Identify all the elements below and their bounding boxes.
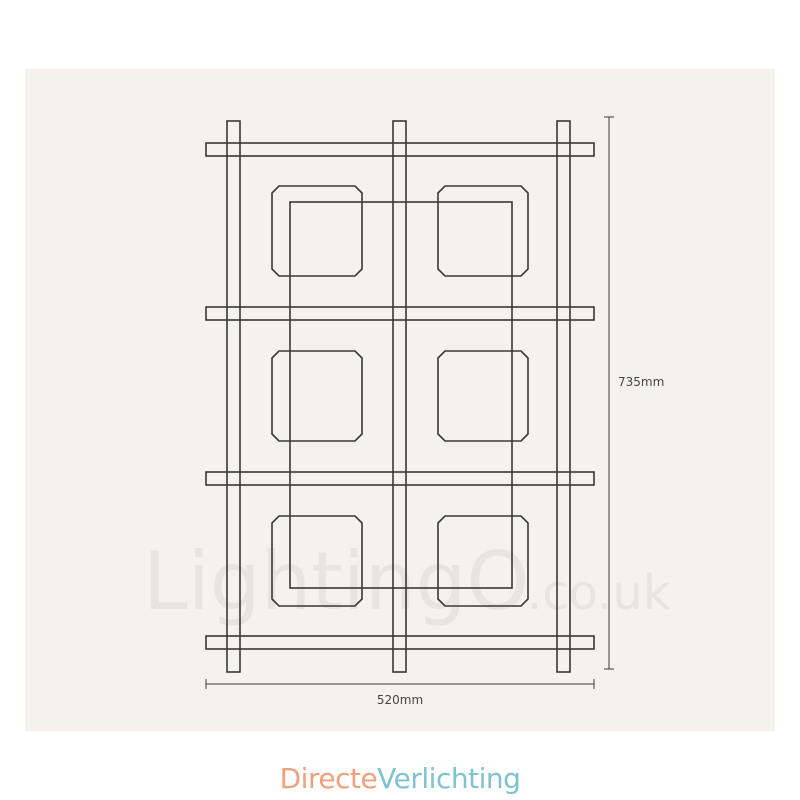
light-module-2 [437,185,529,277]
light-module-1 [271,185,363,277]
width-dimension-line [205,679,595,689]
vertical-bar-center [392,120,407,673]
light-module-6 [437,515,529,607]
horizontal-bar-2 [205,306,595,321]
inner-frame [289,201,513,589]
vertical-bar-left [226,120,241,673]
light-module-5 [271,515,363,607]
fixture-drawing: LightingO .co.uk [143,116,671,689]
watermark-suffix: .co.uk [527,565,671,621]
watermark: LightingO .co.uk [143,535,671,628]
light-module-3 [271,350,363,442]
brand-part-1: Directe [279,762,378,795]
horizontal-bar-4 [205,635,595,650]
brand-logo: DirecteVerlichting [0,762,800,795]
height-dimension-line [604,116,614,670]
height-label: 735mm [618,375,665,389]
diagram-panel: LightingO .co.uk [25,69,775,731]
light-module-4 [437,350,529,442]
vertical-bar-right [556,120,571,673]
watermark-main: LightingO [143,535,529,628]
width-label: 520mm [376,693,424,707]
brand-part-2: Verlichting [377,762,521,795]
horizontal-bar-3 [205,471,595,486]
horizontal-bar-1 [205,142,595,157]
